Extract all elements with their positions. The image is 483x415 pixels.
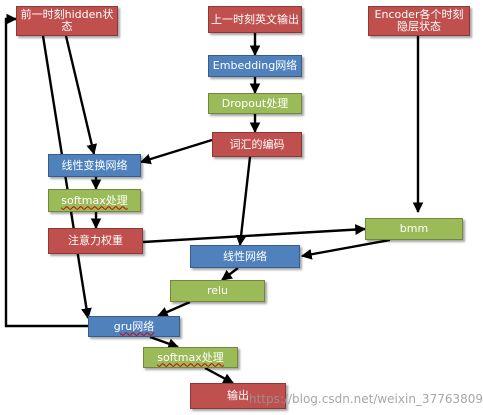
node-gru: gru网络 bbox=[88, 316, 180, 337]
node-label: 线性网络 bbox=[223, 249, 267, 263]
arrow-bmm-to-linear-net bbox=[300, 238, 391, 260]
node-softmax-1: softmax处理 bbox=[48, 189, 141, 212]
arrow-attention-to-bmm bbox=[142, 224, 367, 244]
node-attention-weights: 注意力权重 bbox=[48, 228, 143, 254]
node-label: Dropout处理 bbox=[221, 96, 289, 110]
node-vocab-encoding: 词汇的编码 bbox=[212, 132, 302, 157]
node-label: 词汇的编码 bbox=[229, 137, 285, 151]
node-linear-net: 线性网络 bbox=[190, 245, 300, 268]
arrow-vocab-to-linear-transform bbox=[139, 138, 213, 165]
arrow-linear-net-to-relu bbox=[221, 267, 239, 281]
node-prev-english-output: 上一时刻英文输出 bbox=[208, 6, 302, 33]
node-label: softmax处理 bbox=[61, 193, 128, 207]
node-label: 前一时刻hidden状态 bbox=[20, 8, 114, 33]
node-label: softmax处理 bbox=[157, 350, 224, 364]
node-label: gru网络 bbox=[113, 319, 155, 333]
watermark: https://blog.csdn.net/weixin_37763809 bbox=[249, 392, 483, 406]
node-bmm: bmm bbox=[365, 218, 463, 240]
node-dropout: Dropout处理 bbox=[208, 93, 302, 114]
node-label: 输出 bbox=[227, 389, 249, 402]
node-prev-hidden-state: 前一时刻hidden状态 bbox=[16, 6, 118, 36]
node-label: Encoder各个时刻隐层状态 bbox=[374, 8, 464, 33]
arrow-gru-to-prev-hidden bbox=[4, 13, 90, 328]
arrow-prev-hidden-to-linear-transform bbox=[64, 35, 98, 156]
node-label: 线性变换网络 bbox=[61, 158, 128, 172]
arrow-gru-to-softmax bbox=[149, 335, 180, 349]
arrow-relu-to-gru bbox=[157, 300, 191, 318]
arrow-prev-hidden-to-gru bbox=[41, 35, 92, 320]
node-label: 注意力权重 bbox=[68, 234, 123, 247]
arrow-vocab-to-linear-net bbox=[235, 156, 252, 247]
node-softmax-2: softmax处理 bbox=[143, 347, 238, 368]
node-label: 上一时刻英文输出 bbox=[211, 12, 299, 26]
node-output: 输出 bbox=[190, 383, 286, 409]
node-embedding: Embedding网络 bbox=[208, 55, 302, 77]
node-relu: relu bbox=[170, 280, 265, 302]
node-encoder-hidden-states: Encoder各个时刻隐层状态 bbox=[368, 6, 470, 36]
arrow-softmax-to-output bbox=[204, 366, 234, 385]
node-label: bmm bbox=[399, 222, 429, 235]
node-label: relu bbox=[206, 284, 229, 297]
node-label: Embedding网络 bbox=[212, 59, 298, 72]
node-linear-transform: 线性变换网络 bbox=[48, 154, 141, 177]
